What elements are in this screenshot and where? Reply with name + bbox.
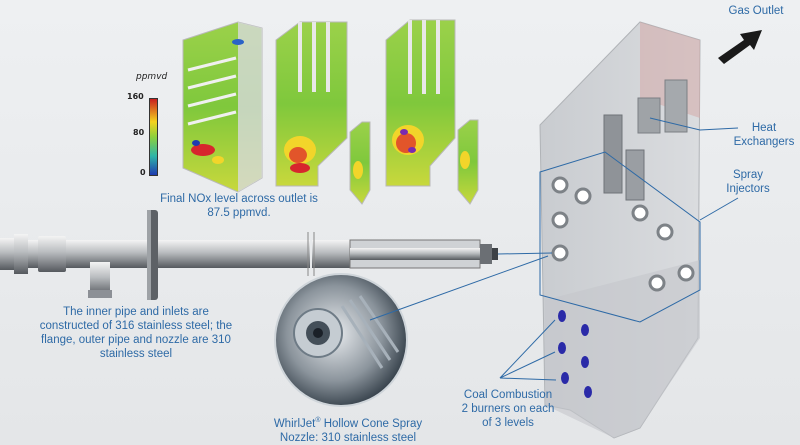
spray-injector (648, 274, 666, 292)
heat-exchangers-line: Exchangers (733, 136, 795, 148)
coal-burners (558, 310, 592, 398)
spray-injectors-label: Spray Injectors (718, 168, 778, 196)
spray-injector-zone (539, 151, 701, 323)
injector-lance (0, 210, 498, 300)
spray-injector (551, 176, 569, 194)
spray-injector (551, 211, 569, 229)
coal-combustion-line: Coal Combustion (463, 389, 553, 401)
pipe-caption-line: flange, outer pipe and nozzle are 310 (41, 334, 231, 346)
coal-combustion-label: Coal Combustion 2 burners on each of 3 l… (448, 388, 568, 430)
spray-injector (574, 187, 592, 205)
gas-outlet-label: Gas Outlet (728, 5, 784, 17)
spray-injector (631, 204, 649, 222)
nox-caption: Final NOx level across outlet is 87.5 pp… (144, 192, 334, 220)
nox-caption-line: 87.5 ppmvd. (207, 207, 271, 219)
coal-combustion-line: of 3 levels (482, 417, 534, 429)
heat-exchangers-line: Heat (751, 122, 777, 134)
nozzle-name: WhirlJet (273, 417, 316, 430)
legend-tick-max: 160 (127, 92, 144, 101)
pipe-caption-line: The inner pipe and inlets are (63, 306, 209, 318)
burner (561, 372, 569, 384)
nozzle-caption-line: WhirlJet® Hollow Cone Spray (268, 414, 428, 431)
nozzle-caption-line: Nozzle: 310 stainless steel (279, 431, 417, 444)
burner (558, 310, 566, 322)
spray-injectors (551, 176, 695, 292)
coal-combustion-line: 2 burners on each (461, 403, 555, 415)
cfd-model-left (182, 21, 263, 193)
nozzle-caption: WhirlJet® Hollow Cone Spray Nozzle: 310 … (268, 414, 428, 445)
spray-injector (551, 244, 569, 262)
pipe-caption-line: stainless steel (99, 348, 173, 360)
spray-injector (677, 264, 695, 282)
nox-caption-line: Final NOx level across outlet is (160, 193, 318, 205)
pipe-caption: The inner pipe and inlets are constructe… (6, 305, 266, 361)
legend-tick-min: 0 (140, 168, 146, 177)
nozzle-type: Hollow Cone Spray (320, 417, 423, 430)
heat-exchangers-label: Heat Exchangers (728, 121, 800, 149)
legend-colorbar (149, 98, 158, 176)
registered-mark: ® (315, 417, 321, 424)
burner (584, 386, 592, 398)
cfd-model-right (385, 19, 479, 205)
gas-outlet-arrow-icon (718, 30, 762, 64)
burner (581, 324, 589, 336)
callout-lines (369, 117, 739, 381)
burner (558, 342, 566, 354)
spray-injectors-line: Spray (732, 169, 764, 181)
nozzle-photo (274, 273, 408, 407)
cfd-model-middle (275, 21, 371, 205)
legend-tick-mid: 80 (133, 128, 145, 137)
pipe-caption-line: constructed of 316 stainless steel; the (39, 320, 233, 332)
spray-injectors-line: Injectors (726, 183, 770, 195)
burner (581, 356, 589, 368)
legend-unit: ppmvd (136, 72, 168, 82)
boiler-enclosure (539, 21, 701, 439)
spray-injector (656, 223, 674, 241)
